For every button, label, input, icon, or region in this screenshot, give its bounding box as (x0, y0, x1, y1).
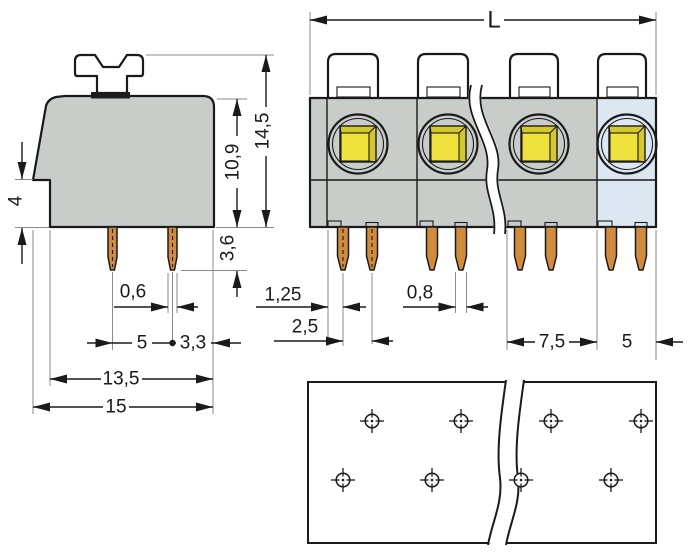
drill-hole (449, 409, 473, 433)
clamp-unit (417, 113, 479, 175)
solder-pin (544, 226, 558, 271)
dim-overall-length: L (310, 6, 656, 34)
dim-label-depth-inner: 13,5 (103, 369, 140, 390)
drill-hole (539, 409, 563, 433)
screw-actuator (73, 53, 145, 95)
dim-label-pin-width-side: 0,6 (120, 282, 146, 303)
actuator-tabs (326, 52, 648, 98)
dim-label-overall-length: L (487, 7, 500, 34)
drill-hole (629, 409, 653, 433)
terminal-body-side (31, 94, 216, 229)
dim-label-pin-pair-spacing: 2,5 (292, 317, 318, 338)
drill-hole (331, 468, 355, 492)
dim-label-edge-to-first-pin: 1,25 (265, 285, 302, 306)
clamp-unit (327, 113, 389, 175)
actuator-tab (596, 52, 648, 98)
front-view: L 1,25 2,5 0,8 (256, 6, 683, 360)
drill-holes (331, 409, 653, 492)
dim-label-pin-to-edge: 3,3 (180, 333, 206, 354)
solder-pin (365, 226, 379, 271)
dim-body-height: 10,9 (223, 99, 244, 227)
solder-pin (336, 226, 350, 271)
dim-label-pole-pitch: 7,5 (539, 332, 565, 353)
clamp-opening-circle (508, 113, 570, 175)
dim-label-pin-width-front: 0,8 (407, 283, 433, 304)
clamp-unit (596, 113, 658, 175)
clamp-unit (508, 113, 570, 175)
drill-hole (599, 468, 623, 492)
dim-label-total-height: 14,5 (253, 113, 274, 150)
drill-hole (509, 468, 533, 492)
dim-rear-step: 4 (6, 142, 27, 264)
solder-pin (107, 226, 118, 271)
dim-label-pin-length: 3,6 (218, 235, 239, 261)
solder-pin (604, 226, 618, 271)
dim-pin-length: 3,6 (218, 235, 242, 297)
dim-edge-to-first-pin: 1,25 (256, 285, 366, 312)
dim-pin-width-front: 0,8 (403, 283, 488, 312)
dim-label-pin-row-spacing: 5 (137, 333, 148, 354)
pcb-outline (307, 381, 657, 544)
dim-label-depth-total: 15 (105, 397, 126, 418)
drill-hole (420, 468, 444, 492)
drill-hole (360, 409, 384, 433)
clamp-opening-circle (417, 113, 479, 175)
dim-label-end-section: 5 (622, 332, 633, 353)
dim-depth-total: 15 (33, 397, 213, 418)
solder-pin (425, 226, 439, 271)
dimension-dot (169, 339, 176, 347)
dim-label-body-height: 10,9 (223, 144, 244, 181)
actuator-slot (91, 92, 130, 99)
dim-pin-row-spacing: 5 3,3 (87, 333, 241, 354)
dim-total-height: 14,5 (253, 55, 274, 227)
solder-pin (634, 226, 648, 271)
side-view: 14,5 10,9 3,6 4 0, (6, 53, 274, 418)
solder-pins-side (107, 226, 178, 271)
extension-lines-front (309, 12, 657, 360)
solder-pin (167, 226, 178, 271)
dim-depth-inner: 13,5 (50, 369, 213, 390)
solder-pin (513, 226, 527, 271)
solder-pin (454, 226, 468, 271)
dim-pin-pair-spacing: 2,5 (274, 317, 393, 346)
solder-pins-front (336, 226, 648, 271)
dim-pin-width-side: 0,6 (114, 282, 198, 312)
dim-pole-pitch: 7,5 (507, 332, 597, 353)
dim-end-section: 5 (622, 332, 683, 353)
break-line-front (468, 83, 507, 235)
dim-label-rear-step: 4 (6, 195, 27, 206)
clamp-opening-circle (327, 113, 389, 175)
pcb-drilling-plan (307, 378, 657, 547)
actuator-tab (508, 52, 560, 98)
